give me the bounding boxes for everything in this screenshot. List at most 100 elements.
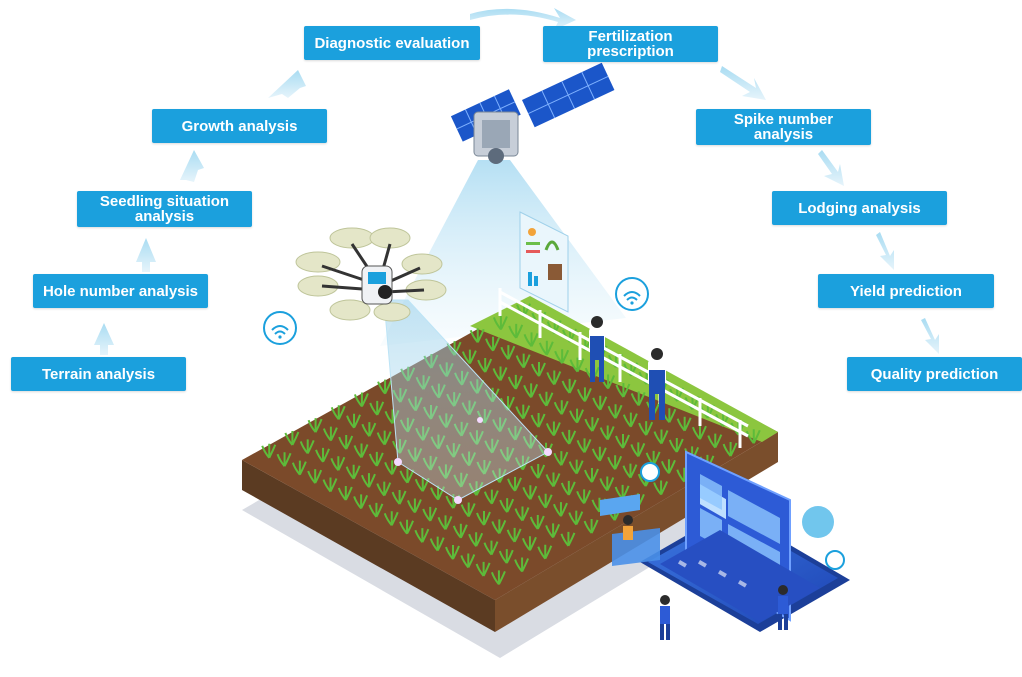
crop-seedling xyxy=(461,349,477,365)
crop-seedling xyxy=(722,442,738,457)
crop-seedling xyxy=(469,328,485,343)
crop-seedling xyxy=(545,421,561,437)
crop-seedling xyxy=(523,332,539,347)
crop-seedling xyxy=(476,510,491,526)
crop-seedling xyxy=(414,528,430,543)
analyst-icon xyxy=(623,515,788,640)
crop-seedling xyxy=(500,345,516,360)
spike-number-analysis-label: Spike number analysis xyxy=(696,109,871,145)
crop-seedling xyxy=(353,443,369,459)
crop-seedling xyxy=(607,404,623,419)
crop-seedling xyxy=(584,468,599,483)
crop-seedling xyxy=(668,437,684,453)
crop-seedling xyxy=(561,378,577,394)
crop-seedling xyxy=(353,392,369,408)
crop-seedling xyxy=(376,430,392,446)
crop-seedling xyxy=(368,502,384,518)
arrow-up-3 xyxy=(180,150,204,182)
crop-seedling xyxy=(492,366,508,382)
crop-seedling xyxy=(276,452,292,467)
arrow-down-4 xyxy=(921,318,939,354)
crop-seedling xyxy=(569,408,585,424)
crop-seedling xyxy=(568,510,584,526)
crop-seedling xyxy=(622,463,638,479)
crop-seedling xyxy=(337,485,353,501)
crop-seedling xyxy=(368,451,384,467)
crop-seedling xyxy=(508,323,524,339)
crop-seedling xyxy=(361,473,376,488)
crop-seedling xyxy=(576,438,592,453)
crop-seedling xyxy=(330,456,346,471)
crop-seedling xyxy=(630,442,646,458)
crop-seedling xyxy=(307,469,323,484)
crop-seedling xyxy=(507,374,523,390)
crop-seedling xyxy=(545,523,561,539)
crop-seedling xyxy=(506,527,522,543)
crop-seedling xyxy=(560,480,576,496)
crop-seedling xyxy=(676,416,692,432)
drone-icon xyxy=(295,227,447,322)
crop-seedling xyxy=(592,395,608,411)
crop-seedling xyxy=(307,418,323,433)
crop-seedling xyxy=(622,412,638,428)
crop-seedling xyxy=(553,502,568,517)
crop-seedling xyxy=(599,425,615,441)
crop-seedling xyxy=(561,429,577,445)
crop-seedling xyxy=(460,502,476,518)
arrow-up-4 xyxy=(268,70,306,98)
crop-seedling xyxy=(615,433,630,449)
crop-seedling xyxy=(521,536,537,551)
arrow-down-1 xyxy=(720,66,766,100)
growth-analysis-label: Growth analysis xyxy=(152,109,327,143)
crop-seedling xyxy=(346,413,361,429)
flow-arrows xyxy=(94,8,939,355)
crop-seedling xyxy=(284,430,300,446)
crop-seedling xyxy=(529,514,545,530)
crop-seedling xyxy=(514,506,530,522)
terrain-analysis-label: Terrain analysis xyxy=(11,357,186,391)
crop-seedling xyxy=(491,519,507,535)
crop-seedling xyxy=(530,413,546,428)
crop-seedling xyxy=(515,404,531,420)
crop-seedling xyxy=(576,387,592,403)
crop-seedling xyxy=(429,536,445,552)
satellite-icon xyxy=(450,62,615,164)
crop-seedling xyxy=(452,523,468,539)
crop-seedling xyxy=(460,553,476,569)
crop-seedling xyxy=(299,439,315,455)
arrow-down-3 xyxy=(876,232,894,270)
crop-seedling xyxy=(553,451,569,466)
crop-seedling xyxy=(345,464,361,480)
diagnostic-evaluation-label: Diagnostic evaluation xyxy=(304,26,480,60)
crop-seedling xyxy=(475,561,491,577)
lodging-analysis-label: Lodging analysis xyxy=(772,191,947,225)
crop-seedling xyxy=(492,315,508,331)
arrow-top xyxy=(470,8,576,30)
crop-seedling xyxy=(546,370,562,386)
crop-seedling xyxy=(515,353,531,369)
farmer-icon xyxy=(589,316,605,382)
crop-seedling xyxy=(538,391,554,407)
crop-seedling xyxy=(569,357,585,373)
crop-seedling xyxy=(537,493,553,509)
crop-seedling xyxy=(353,494,369,510)
crop-seedling xyxy=(591,446,607,462)
crop-seedling xyxy=(522,485,538,500)
arrow-down-2 xyxy=(818,150,844,186)
crop-seedling xyxy=(554,349,570,364)
crop-seedling xyxy=(599,476,615,492)
crop-seedling xyxy=(499,498,515,513)
crop-seedling xyxy=(399,519,414,535)
hole-number-analysis-label: Hole number analysis xyxy=(33,274,208,308)
crop-seedling xyxy=(383,511,399,526)
crop-seedling xyxy=(615,382,631,398)
crop-seedling xyxy=(261,443,277,459)
crop-seedling xyxy=(322,477,338,493)
crop-seedling xyxy=(568,459,584,475)
crop-seedling xyxy=(607,455,623,470)
crop-seedling xyxy=(545,472,561,488)
arrow-up-2 xyxy=(136,238,156,272)
chart-panel-icon xyxy=(519,211,569,313)
crop-seedling xyxy=(483,540,499,556)
crop-seedling xyxy=(653,480,669,496)
